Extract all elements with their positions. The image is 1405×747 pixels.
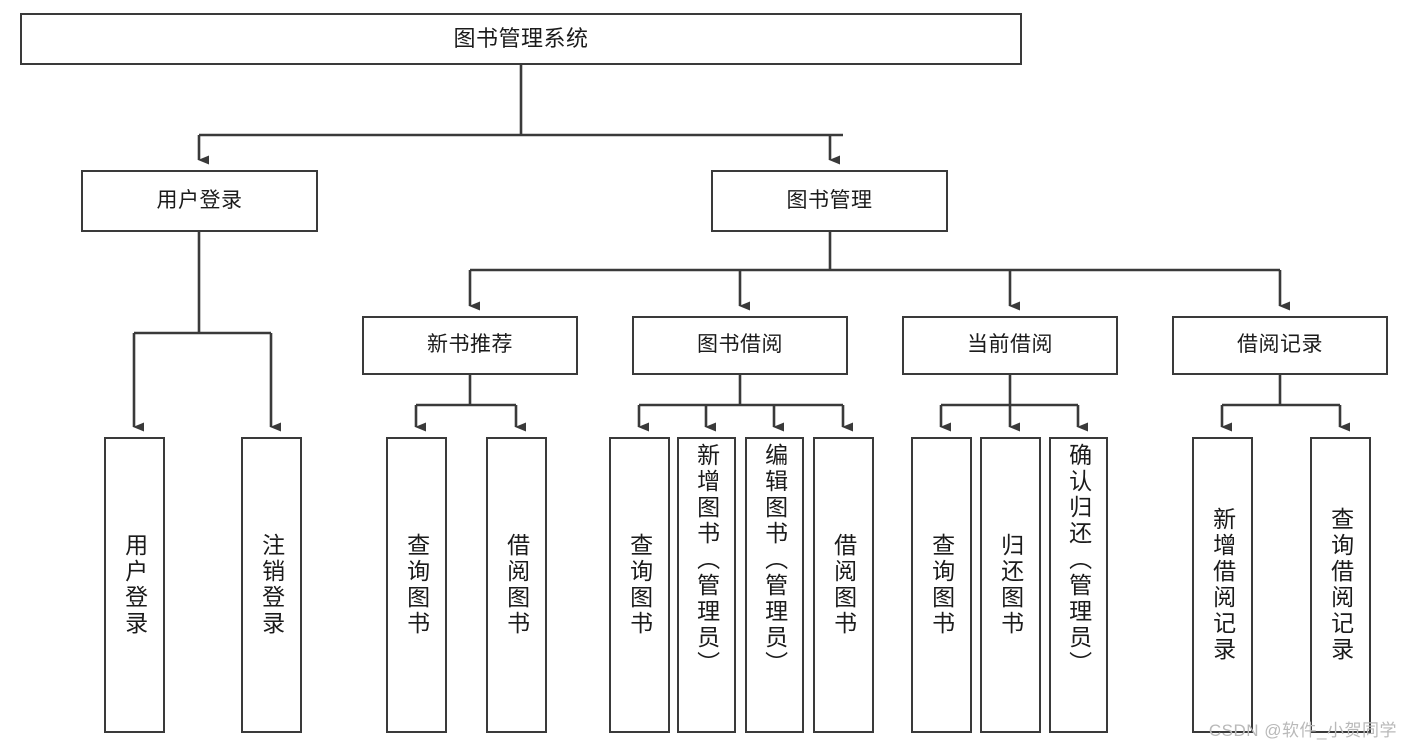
- node-book-manage[interactable]: 图书管理: [711, 170, 948, 232]
- leaf-current-borrow-query-book[interactable]: 查询图书: [911, 437, 972, 733]
- node-book-borrow[interactable]: 图书借阅: [632, 316, 848, 375]
- node-root-system[interactable]: 图书管理系统: [20, 13, 1022, 65]
- leaf-label: 借阅图书: [503, 533, 530, 637]
- leaf-borrow-record-query-record[interactable]: 查询借阅记录: [1310, 437, 1371, 733]
- leaf-label: 编辑图书（管理员）: [761, 443, 788, 677]
- leaf-borrow-record-add-record[interactable]: 新增借阅记录: [1192, 437, 1253, 733]
- node-new-book-recommend[interactable]: 新书推荐: [362, 316, 578, 375]
- leaf-label: 查询借阅记录: [1327, 507, 1354, 663]
- node-user-login[interactable]: 用户登录: [81, 170, 318, 232]
- leaf-label: 查询图书: [928, 533, 955, 637]
- node-book-borrow-label: 图书借阅: [697, 333, 783, 357]
- leaf-user-login-login[interactable]: 用户登录: [104, 437, 165, 733]
- node-user-login-label: 用户登录: [156, 188, 243, 212]
- node-book-manage-label: 图书管理: [786, 188, 873, 212]
- leaf-book-borrow-edit-book-admin[interactable]: 编辑图书（管理员）: [745, 437, 804, 733]
- leaf-label: 新增借阅记录: [1209, 507, 1236, 663]
- leaf-book-borrow-add-book-admin[interactable]: 新增图书（管理员）: [677, 437, 736, 733]
- leaf-book-borrow-borrow-book[interactable]: 借阅图书: [813, 437, 874, 733]
- node-borrow-record-label: 借阅记录: [1237, 333, 1323, 357]
- leaf-label: 注销登录: [258, 533, 285, 637]
- leaf-current-borrow-confirm-return-admin[interactable]: 确认归还（管理员）: [1049, 437, 1108, 733]
- leaf-label: 归还图书: [997, 533, 1024, 637]
- leaf-new-book-query-book[interactable]: 查询图书: [386, 437, 447, 733]
- node-current-borrow-label: 当前借阅: [967, 333, 1053, 357]
- leaf-label: 借阅图书: [830, 533, 857, 637]
- node-current-borrow[interactable]: 当前借阅: [902, 316, 1118, 375]
- csdn-watermark: CSDN @软件_小贺同学: [1208, 721, 1397, 740]
- leaf-current-borrow-return-book[interactable]: 归还图书: [980, 437, 1041, 733]
- leaf-new-book-borrow-book[interactable]: 借阅图书: [486, 437, 547, 733]
- leaf-label: 查询图书: [626, 533, 653, 637]
- node-new-book-recommend-label: 新书推荐: [427, 333, 513, 357]
- node-root-label: 图书管理系统: [453, 26, 589, 52]
- leaf-book-borrow-query-book[interactable]: 查询图书: [609, 437, 670, 733]
- leaf-user-login-logout[interactable]: 注销登录: [241, 437, 302, 733]
- leaf-label: 确认归还（管理员）: [1065, 443, 1092, 677]
- leaf-label: 新增图书（管理员）: [693, 443, 720, 677]
- node-borrow-record[interactable]: 借阅记录: [1172, 316, 1388, 375]
- leaf-label: 用户登录: [121, 533, 148, 637]
- leaf-label: 查询图书: [403, 533, 430, 637]
